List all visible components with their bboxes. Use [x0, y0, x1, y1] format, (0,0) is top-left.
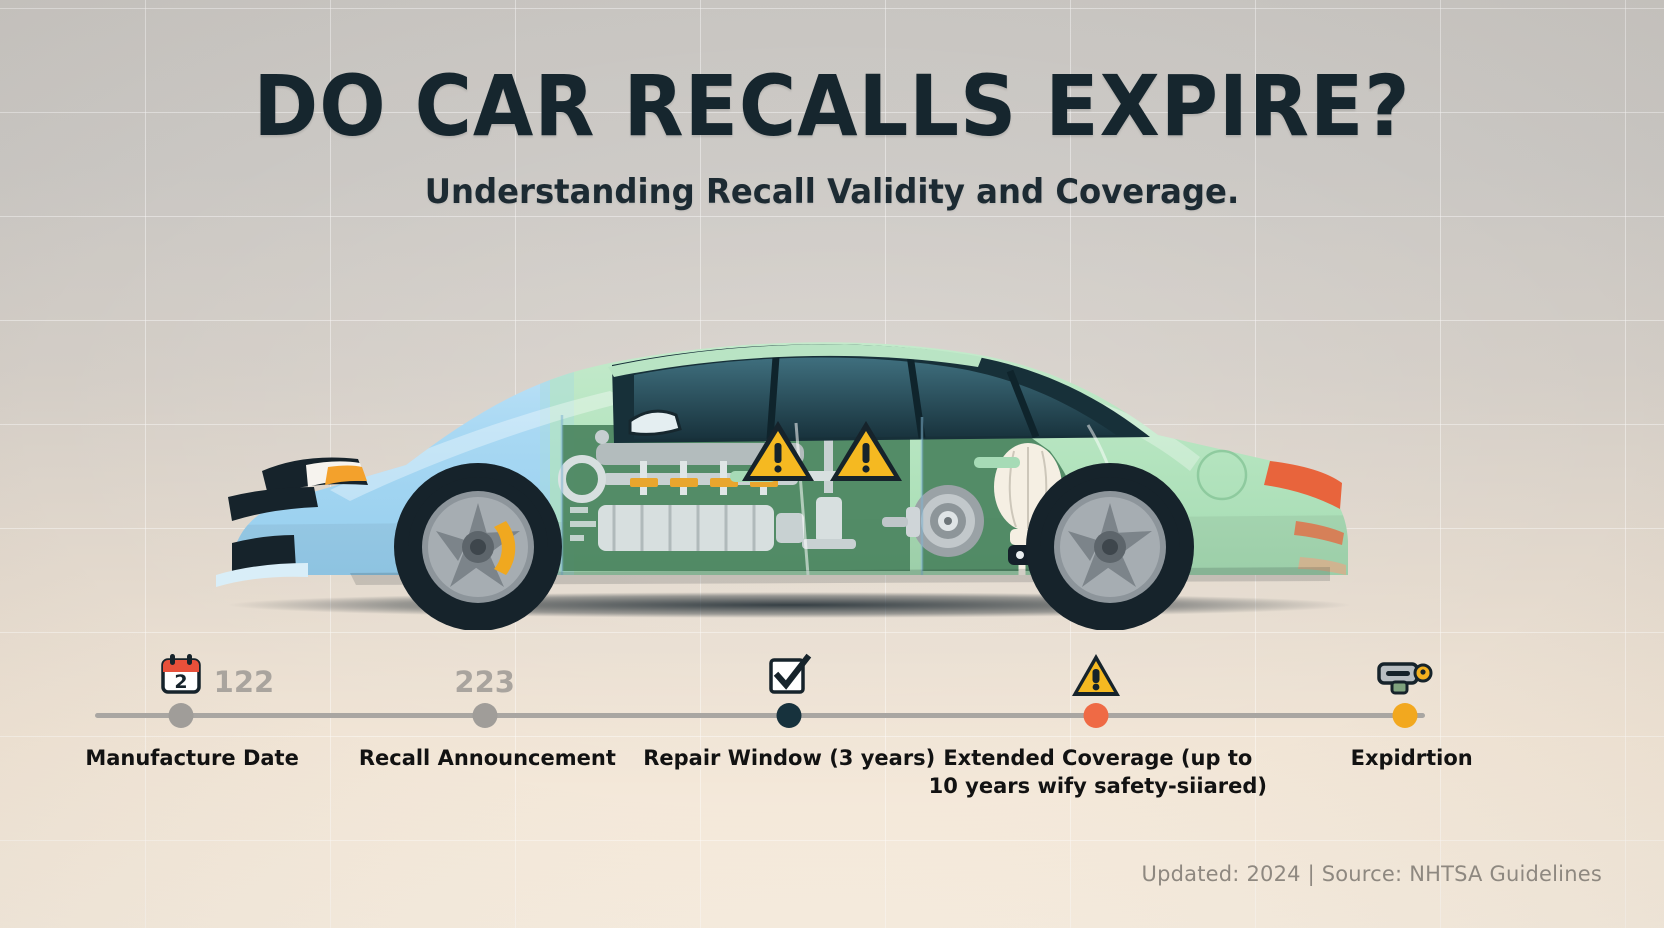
- calendar-day-number: 2: [175, 671, 188, 693]
- badge-manufacture-count: 122: [213, 665, 275, 699]
- header: DO CAR RECALLS EXPIRE? Understanding Rec…: [0, 62, 1664, 212]
- badge-recall-count: 223: [454, 665, 515, 699]
- warning-triangle-rear-badge: [830, 421, 902, 481]
- timeline-track: [95, 713, 1425, 718]
- checkbox-check-icon: [766, 652, 812, 698]
- timeline-label-manufacture-date: Manufacture Date: [85, 746, 299, 770]
- footer-credit: Updated: 2024 | Source: NHTSA Guidelines: [1141, 862, 1602, 886]
- timeline-label-expiration: Expidrtion: [1350, 746, 1473, 770]
- timeline-node-manufacture-date[interactable]: [168, 703, 194, 728]
- warning-triangle-icon: [1070, 652, 1122, 698]
- page-title: DO CAR RECALLS EXPIRE?: [253, 57, 1411, 155]
- timeline-node-extended-coverage[interactable]: [1083, 703, 1109, 728]
- timeline-label-recall-announcement: Recall Announcement: [358, 746, 616, 770]
- clamp-tool-icon: [1377, 656, 1433, 698]
- cutaway-sedan-illustration: [210, 275, 1370, 630]
- timeline-label-repair-window: Repair Window (3 years): [643, 746, 936, 770]
- calendar-icon: 2: [157, 650, 205, 698]
- timeline-node-recall-announcement[interactable]: [472, 703, 498, 728]
- page-subtitle: Understanding Recall Validity and Covera…: [424, 172, 1240, 213]
- timeline-node-repair-window[interactable]: [776, 703, 802, 728]
- timeline-node-expiration[interactable]: [1392, 703, 1418, 728]
- warning-triangle-front-badge: [742, 421, 814, 481]
- timeline-label-extended-coverage: Extended Coverage (up to 10 years wify s…: [928, 746, 1267, 799]
- recall-timeline: 2 122 Manufacture Date 223 Recall Announ…: [85, 653, 1473, 798]
